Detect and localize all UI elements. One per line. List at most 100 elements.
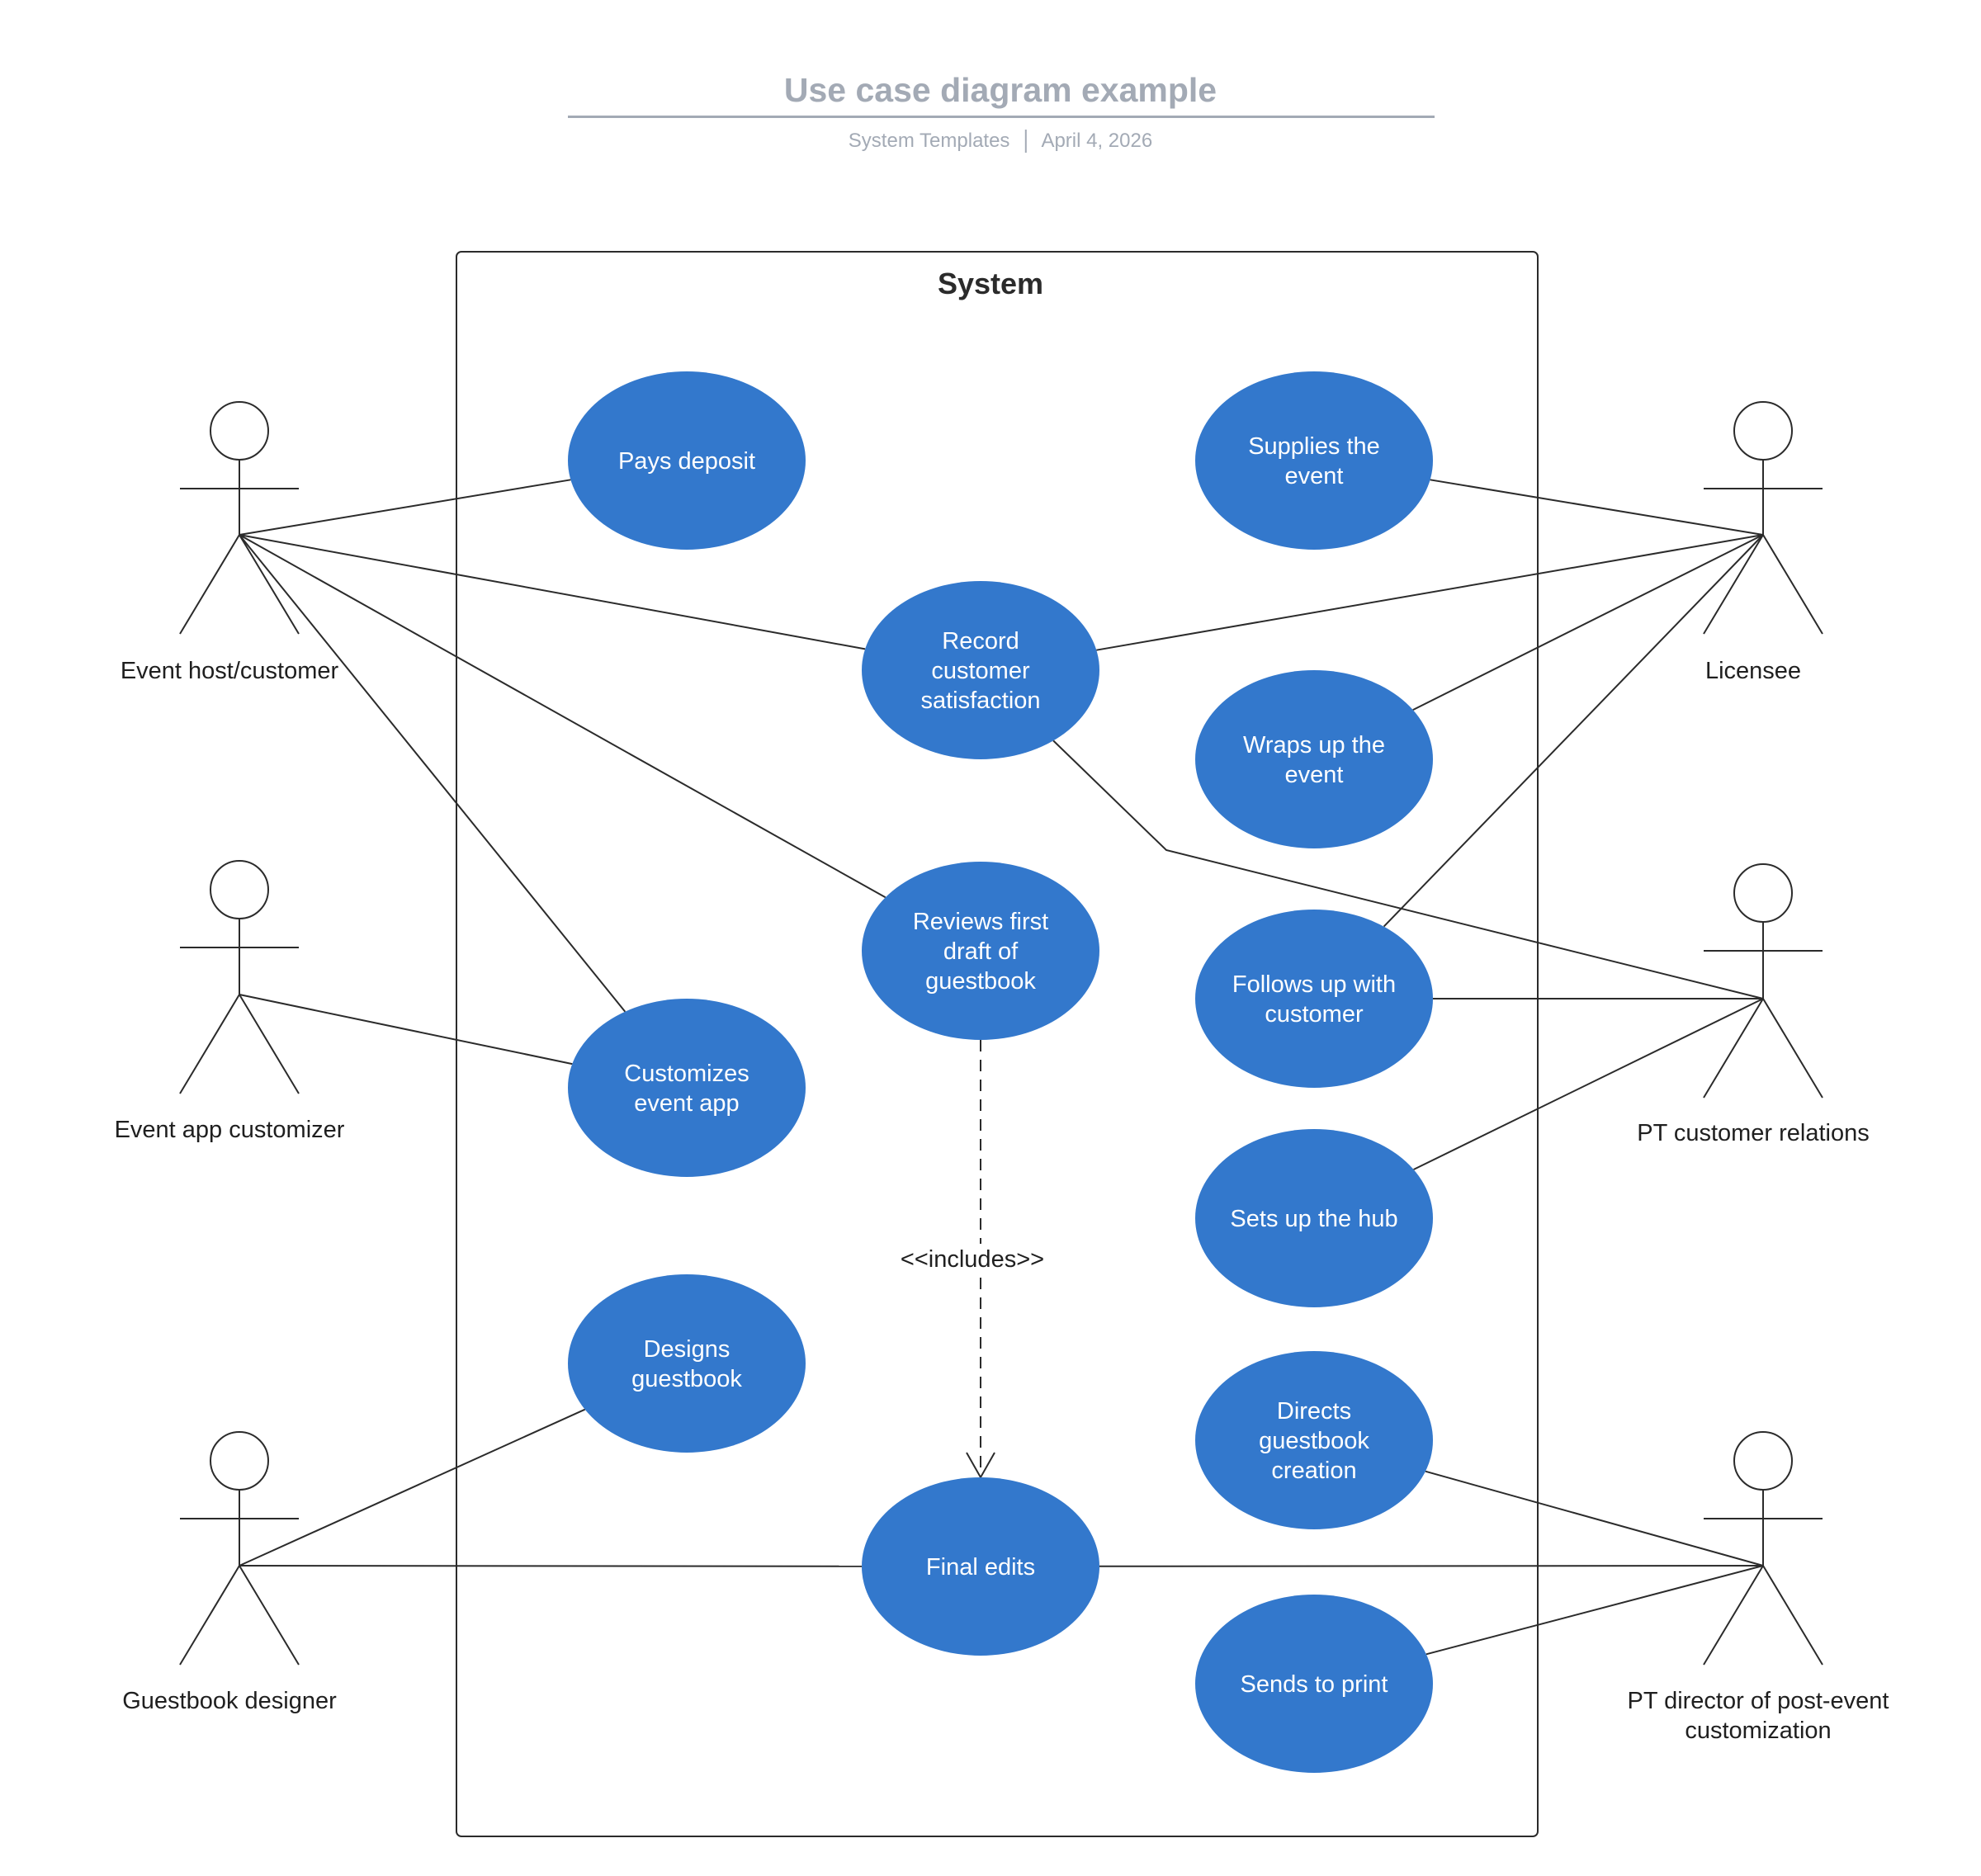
actor-left-leg xyxy=(1703,534,1764,635)
use-case-label: Wraps up the xyxy=(1243,732,1385,758)
actor-head xyxy=(210,1431,269,1491)
use-case-directs[interactable]: Directs guestbook creation xyxy=(1195,1351,1433,1529)
actor-label: PT director of post-event xyxy=(1627,1688,1889,1714)
use-case-reviews[interactable]: Reviews first draft of guestbook xyxy=(862,862,1099,1040)
use-case-label: satisfaction xyxy=(920,688,1040,714)
use-case-deposit[interactable]: Pays deposit xyxy=(568,371,806,550)
use-case-print[interactable]: Sends to print xyxy=(1195,1595,1433,1773)
use-case-label: Pays deposit xyxy=(618,448,755,475)
title-underline xyxy=(568,116,1435,118)
actor-head xyxy=(1733,1431,1793,1491)
actor-licensee[interactable]: Licensee xyxy=(1703,401,1823,684)
actor-right-leg xyxy=(1762,998,1823,1099)
use-case-ellipse xyxy=(1195,371,1433,550)
actor-ptcr[interactable]: PT customer relations xyxy=(1637,863,1870,1146)
use-case-ellipse xyxy=(568,371,806,550)
use-case-ellipse xyxy=(568,999,806,1177)
use-case-hub[interactable]: Sets up the hub xyxy=(1195,1129,1433,1307)
use-case-supplies[interactable]: Supplies the event xyxy=(1195,371,1433,550)
use-case-label: guestbook xyxy=(631,1366,742,1392)
association-gbdesigner-designs xyxy=(239,1408,586,1566)
use-case-label: Directs xyxy=(1277,1398,1351,1425)
actor-head xyxy=(1733,863,1793,923)
use-case-designs[interactable]: Designs guestbook xyxy=(568,1274,806,1453)
document-meta: System Templates April 4, 2026 xyxy=(849,130,1152,153)
use-case-ellipse xyxy=(1195,1351,1433,1529)
use-case-final[interactable]: Final edits xyxy=(862,1477,1099,1656)
use-case-label: Designs xyxy=(644,1336,730,1363)
association-host-record xyxy=(239,534,866,650)
use-case-label: draft of xyxy=(943,938,1019,965)
use-case-ellipse xyxy=(862,1477,1099,1656)
actor-head xyxy=(210,401,269,461)
associations xyxy=(239,479,1764,1656)
use-case-ellipse xyxy=(1195,1129,1433,1307)
use-case-wraps[interactable]: Wraps up the event xyxy=(1195,670,1433,848)
use-case-label: event xyxy=(1285,463,1344,489)
actor-left-leg xyxy=(179,1565,240,1666)
use-case-label: customer xyxy=(931,658,1030,684)
actor-head xyxy=(1733,401,1793,461)
use-case-label: guestbook xyxy=(1259,1428,1369,1454)
document-date: April 4, 2026 xyxy=(1041,130,1153,152)
actor-right-leg xyxy=(1762,1565,1823,1666)
actor-host[interactable]: Event host/customer xyxy=(121,401,339,684)
meta-separator xyxy=(1024,130,1027,153)
association-licensee-wraps xyxy=(1412,534,1764,711)
association-licensee-follows xyxy=(1383,534,1764,928)
use-case-label: creation xyxy=(1271,1458,1356,1484)
actor-label: Licensee xyxy=(1705,658,1801,684)
actor-left-leg xyxy=(1703,998,1764,1099)
actor-head xyxy=(210,860,269,919)
association-ptdir-print xyxy=(1425,1565,1764,1656)
use-case-label: guestbook xyxy=(925,968,1036,995)
use-case-label: Record xyxy=(942,628,1019,654)
association-appcust-customizes xyxy=(239,994,573,1066)
actor-label: customization xyxy=(1685,1718,1831,1744)
use-case-label: Supplies the xyxy=(1248,433,1380,460)
association-ptcr-hub xyxy=(1413,998,1764,1170)
use-case-record[interactable]: Record customer satisfaction xyxy=(862,581,1099,759)
use-case-label: Final edits xyxy=(926,1554,1035,1581)
actor-right-leg xyxy=(239,534,300,635)
actor-left-leg xyxy=(1703,1565,1764,1666)
use-case-label: Sets up the hub xyxy=(1230,1206,1397,1232)
use-case-ellipse xyxy=(1195,910,1433,1088)
include-label-background xyxy=(890,1244,1071,1275)
association-licensee-record xyxy=(1096,534,1764,651)
association-host-deposit xyxy=(239,479,571,536)
use-case-ellipse xyxy=(1195,670,1433,848)
use-case-ellipse xyxy=(862,862,1099,1040)
actor-label: PT customer relations xyxy=(1637,1120,1870,1146)
document-title: Use case diagram example xyxy=(783,71,1217,109)
actor-left-leg xyxy=(179,534,240,635)
use-case-label: Sends to print xyxy=(1241,1671,1388,1698)
association-ptcr-record xyxy=(1052,740,1764,999)
actor-right-leg xyxy=(239,1565,300,1666)
use-case-ellipse xyxy=(568,1274,806,1453)
document-source: System Templates xyxy=(848,130,1010,152)
use-case-label: Reviews first xyxy=(913,909,1048,935)
actor-appcust[interactable]: Event app customizer xyxy=(115,860,345,1143)
association-ptdir-directs xyxy=(1425,1470,1764,1566)
actor-right-leg xyxy=(239,994,300,1094)
actor-label: Event host/customer xyxy=(121,658,339,684)
actor-label: Guestbook designer xyxy=(122,1688,337,1714)
use-case-ellipse xyxy=(1195,1595,1433,1773)
use-case-label: event xyxy=(1285,762,1344,788)
association-host-reviews xyxy=(239,534,886,899)
actor-right-leg xyxy=(1762,534,1823,635)
system-title: System xyxy=(938,267,1043,300)
actor-gbdesigner[interactable]: Guestbook designer xyxy=(122,1431,337,1714)
include-relations: <<includes>> xyxy=(890,1040,1071,1480)
actor-label: Event app customizer xyxy=(115,1117,345,1143)
use-case-label: event app xyxy=(634,1090,739,1117)
actor-ptdir[interactable]: PT director of post-event customization xyxy=(1627,1431,1889,1744)
include-label: <<includes>> xyxy=(901,1246,1044,1273)
use-case-label: Follows up with xyxy=(1232,971,1396,998)
